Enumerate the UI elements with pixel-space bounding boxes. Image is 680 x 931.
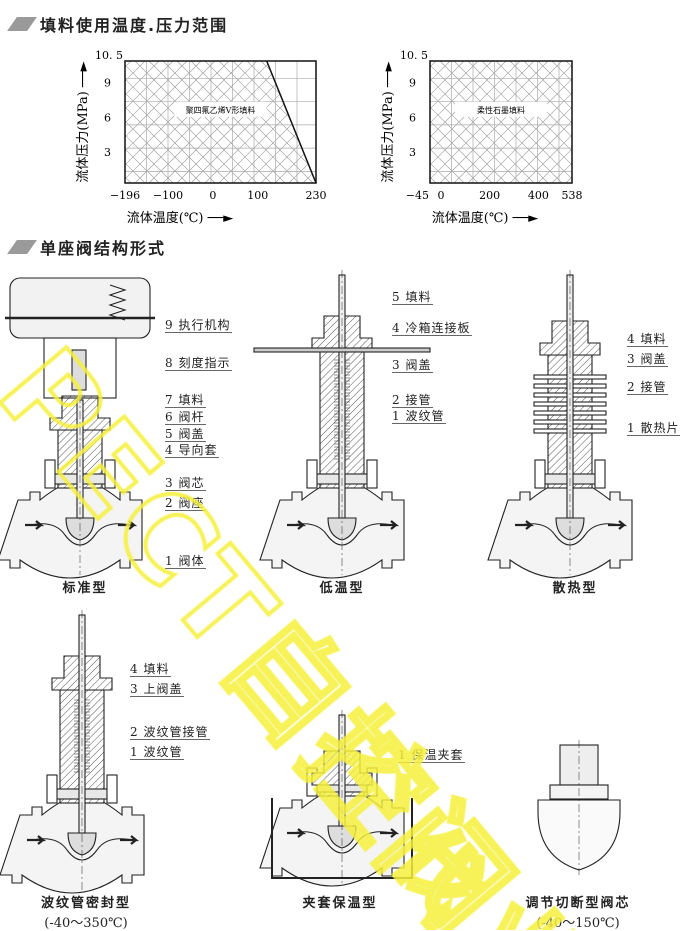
caption-cutoff: 调节切断型阀芯 [525, 896, 631, 911]
part-label: 3 上阀盖 [130, 682, 185, 697]
part-label: 3 阀芯 [165, 476, 207, 491]
bolt [306, 459, 318, 489]
range-bellows: (-40～350℃) [44, 916, 128, 931]
cold-box-plate [253, 347, 431, 353]
valve-heat-sink [487, 270, 633, 579]
part-label: 1 波纹管 [392, 409, 447, 424]
range-cutoff: (-40～150℃) [536, 916, 620, 931]
bolt [366, 459, 378, 489]
bolt [104, 459, 116, 489]
valve-jacket [259, 710, 413, 887]
part-label: 1 保温夹套 [398, 748, 466, 763]
caption-bellows: 波纹管密封型 [40, 896, 132, 911]
caption-standard: 标准型 [62, 581, 108, 596]
part-label: 4 填料 [130, 662, 172, 677]
part-label: 6 阀杆 [165, 410, 207, 425]
part-label: 8 刻度指示 [165, 356, 233, 371]
part-label: 5 填料 [392, 290, 434, 305]
part-label: 4 填料 [627, 332, 669, 347]
part-label: 3 阀盖 [627, 352, 669, 367]
part-label: 3 阀盖 [392, 358, 434, 373]
bolt [534, 459, 546, 489]
part-label: 2 波纹管接管 [130, 725, 211, 740]
part-label: 5 阀盖 [165, 427, 207, 442]
caption-low-temp: 低温型 [319, 581, 365, 596]
part-label: 1 波纹管 [130, 745, 185, 760]
part-label: 4 冷箱连接板 [392, 321, 473, 336]
cutoff-plug [537, 740, 621, 875]
part-label: 2 接管 [392, 393, 434, 408]
caption-jacket: 夹套保温型 [302, 896, 378, 911]
part-label: 4 导向套 [165, 443, 220, 458]
bolt [44, 459, 56, 489]
valve-standard [0, 277, 155, 579]
caption-heat-sink: 散热型 [552, 581, 598, 596]
bolt [46, 774, 58, 804]
part-label: 2 阀座 [165, 496, 207, 511]
stem-connector [71, 349, 87, 391]
part-label: 1 散热片 [627, 421, 680, 436]
valve-bellows [0, 610, 145, 894]
bolt [594, 459, 606, 489]
actuator-housing [9, 277, 151, 339]
bolt [106, 774, 118, 804]
part-label: 2 接管 [627, 380, 669, 395]
valve-low-temp [253, 270, 431, 579]
part-label: 7 填料 [165, 393, 207, 408]
part-label: 9 执行机构 [165, 318, 233, 333]
part-label: 1 阀体 [165, 554, 207, 569]
